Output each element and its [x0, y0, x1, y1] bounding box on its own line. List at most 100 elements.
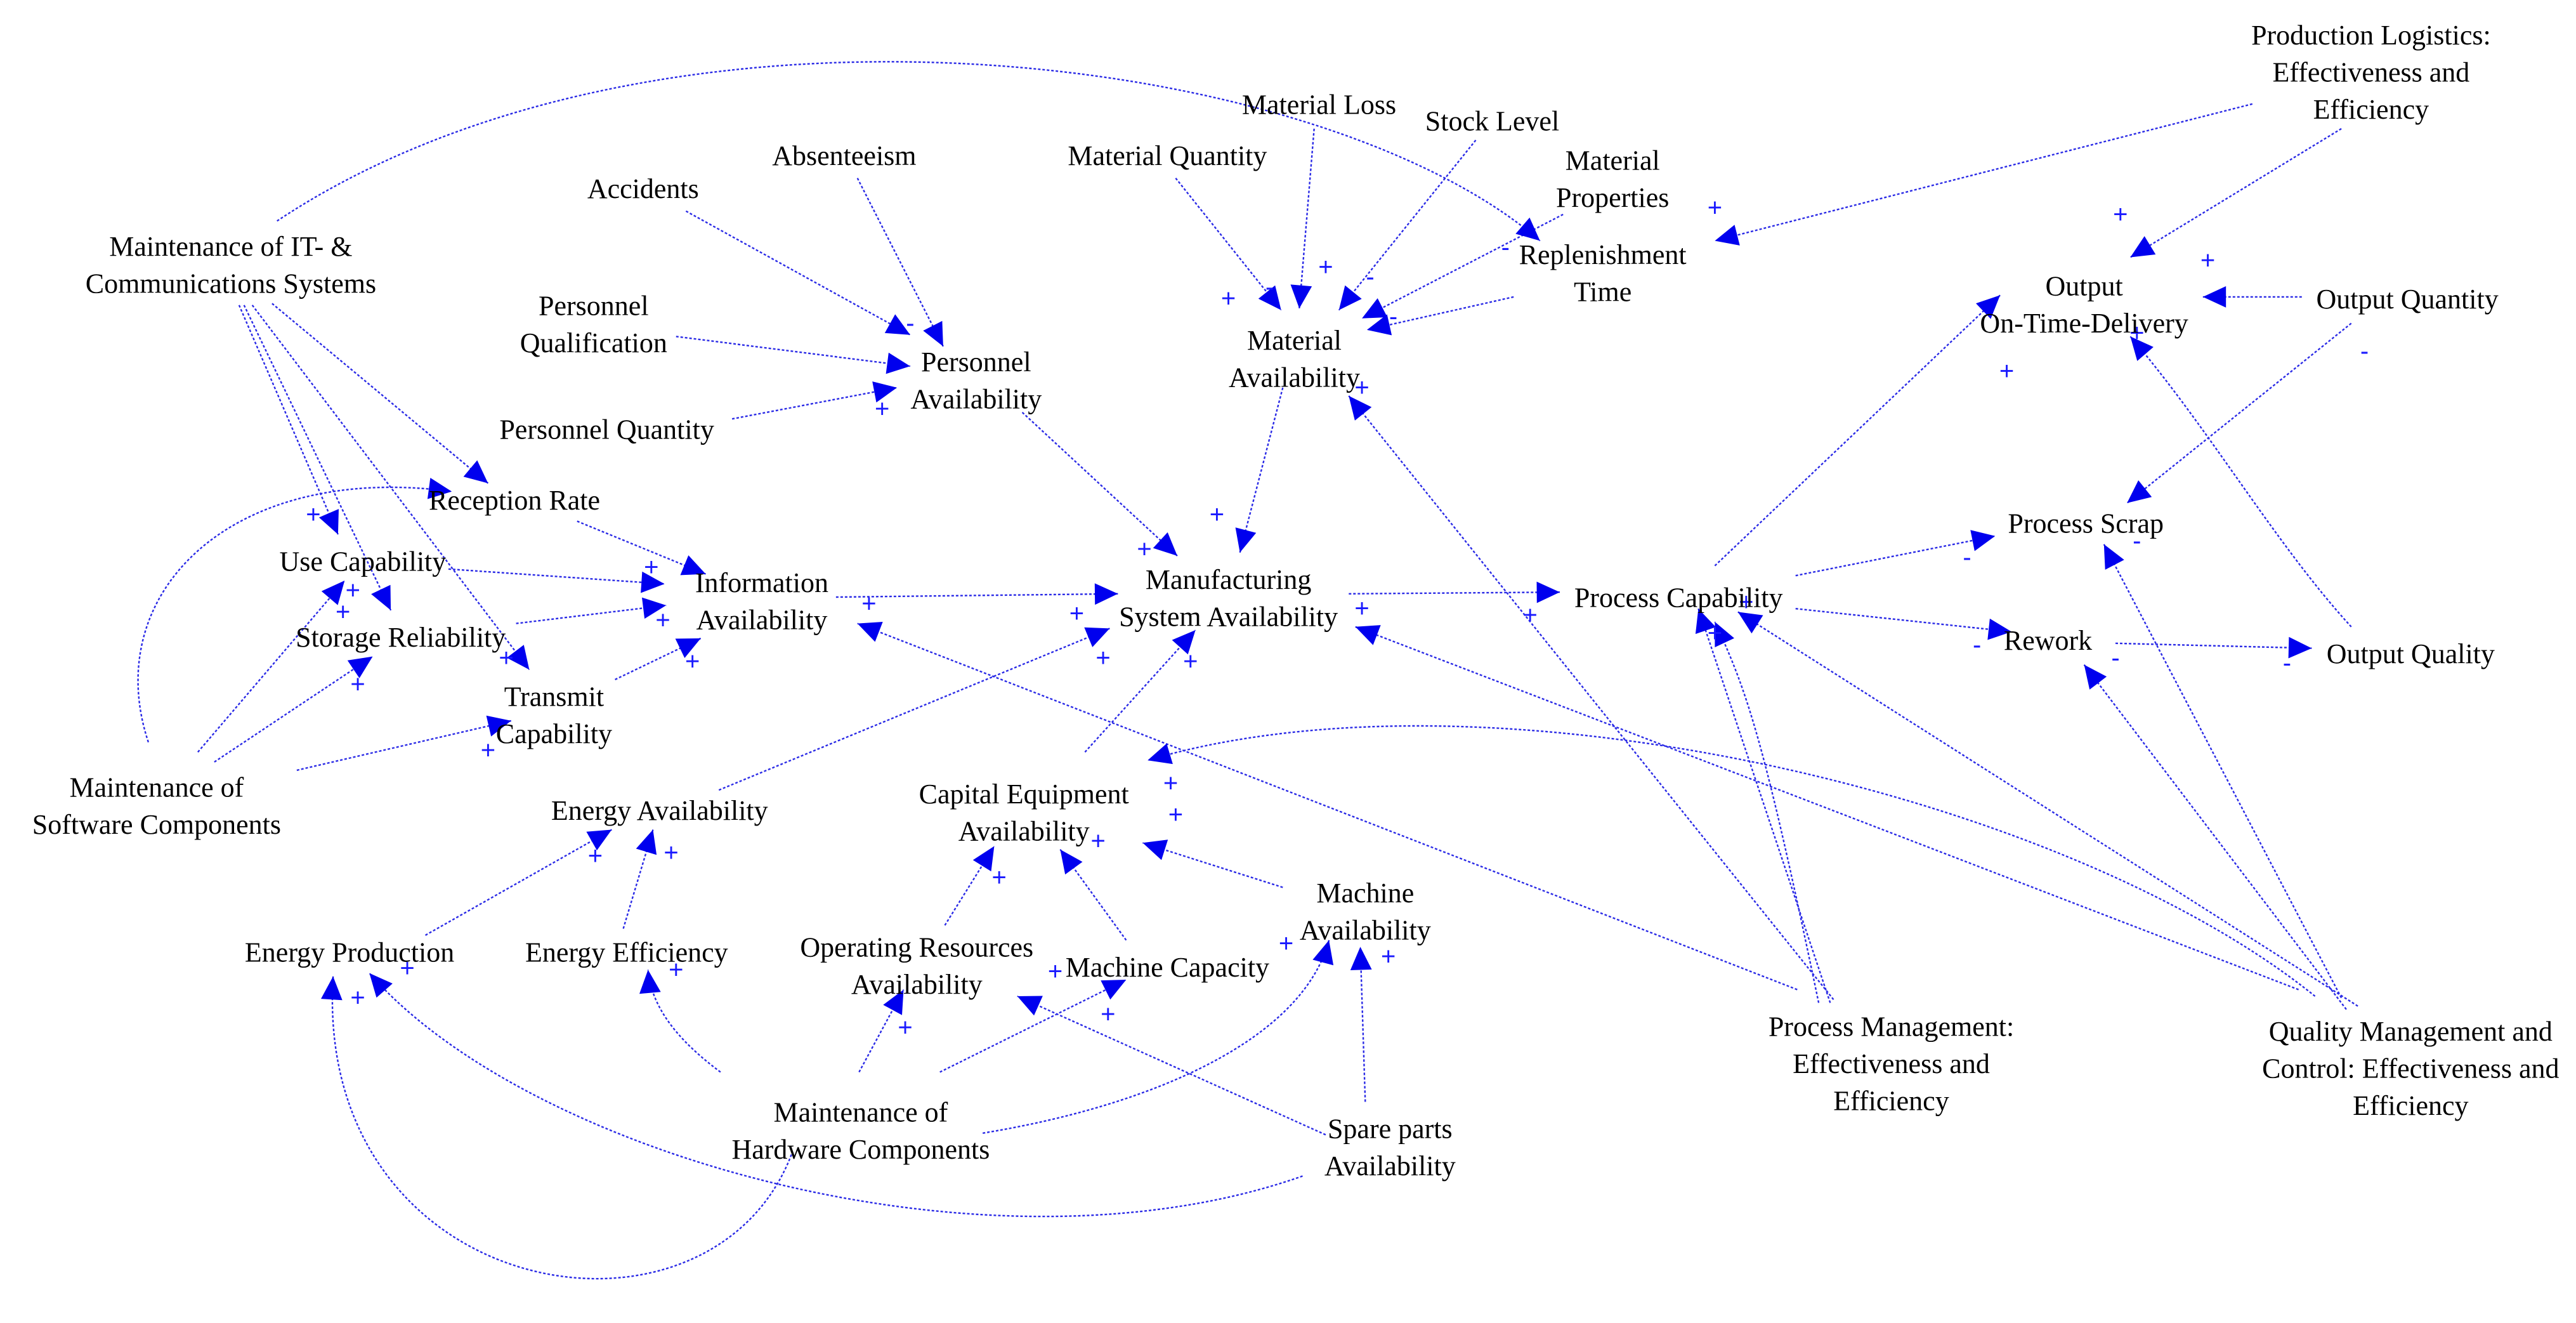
arrowhead-sw-to-storage [347, 656, 373, 678]
edge-storage-to-info [516, 604, 667, 624]
node-label-reception-rate-line-1: Reception Rate [429, 485, 600, 516]
plus-sign-15: + [1210, 501, 1224, 529]
arrowhead-qm-to-process [1737, 612, 1763, 634]
arrowhead-sw-to-reception [427, 478, 452, 499]
arrowhead-pm-to-material [1349, 395, 1372, 421]
arrowhead-eeff-to-energy [636, 829, 657, 855]
plus-sign-13: + [1354, 374, 1369, 402]
node-label-operating-resources-availability-line-2: Availability [851, 969, 983, 1000]
plus-sign-10: + [2129, 319, 2144, 347]
edge-hw-to-capacity [939, 978, 1127, 1073]
node-label-material-properties-line-1: Material [1566, 145, 1660, 176]
arrowhead-process-to-ontime [1976, 295, 2001, 319]
plus-sign-30: + [350, 671, 365, 699]
node-label-replenishment-time-line-1: Replenishment [1519, 239, 1687, 270]
node-label-energy-availability-line-1: Energy Availability [551, 795, 768, 826]
arrowhead-hw-to-machine [1312, 940, 1334, 966]
edges-layer [137, 61, 2358, 1280]
edge-use-to-info [448, 568, 665, 585]
edge-prodlog-to-replenishment [1715, 103, 2253, 242]
arrowhead-it-to-reception [463, 460, 488, 484]
edge-it-to-storage [243, 305, 392, 611]
plus-sign-11: + [1999, 357, 2014, 385]
edge-sw-to-reception [137, 486, 452, 743]
node-label-material-quantity-line-1: Material Quantity [1068, 140, 1267, 171]
node-label-manufacturing-system-availability-line-1: Manufacturing [1146, 564, 1311, 595]
arrowhead-replenishment-to-material [1366, 314, 1392, 336]
arrowhead-info-to-msa [1094, 583, 1118, 605]
edge-hw-to-eprod [331, 976, 792, 1280]
node-label-personnel-qualification-line-1: Personnel [539, 291, 649, 322]
plus-sign-1: + [2113, 201, 2128, 228]
node-accidents: Accidents [587, 173, 699, 204]
node-label-quality-management-line-2: Control: Effectiveness and [2262, 1053, 2559, 1084]
plus-sign-6: + [1221, 285, 1236, 313]
node-label-maintenance-hardware-line-2: Hardware Components [731, 1134, 990, 1165]
arrowhead-personnel-to-msa [1153, 532, 1177, 556]
plus-sign-42: + [588, 842, 603, 870]
plus-sign-17: + [644, 553, 658, 581]
node-label-rework-line-1: Rework [2004, 625, 2092, 656]
minus-sign-8: - [1501, 234, 1510, 261]
arrowhead-reception-to-info [680, 555, 706, 576]
node-absenteeism: Absenteeism [772, 140, 916, 171]
edge-quantity-to-material [1175, 177, 1282, 311]
plus-sign-41: + [1091, 827, 1106, 855]
arrowhead-sw-to-transmit [486, 715, 511, 737]
edge-qm-to-process [1737, 611, 2358, 1007]
plus-sign-27: + [655, 606, 670, 634]
arrowhead-it-to-transmit [506, 645, 530, 670]
node-label-production-logistics-line-1: Production Logistics: [2251, 20, 2491, 51]
edge-pm-to-process [1697, 608, 1831, 1003]
edge-accidents-to-personnel [685, 210, 911, 336]
plus-sign-49: + [669, 956, 683, 984]
labels-layer: Production Logistics:Effectiveness andEf… [32, 20, 2560, 1181]
node-label-material-availability-line-2: Availability [1229, 362, 1360, 393]
plus-sign-19: + [346, 577, 360, 605]
arrowhead-qualification-to-personnel [886, 352, 910, 374]
edge-pm-to-process-2 [1714, 621, 1820, 1003]
node-material-quantity: Material Quantity [1068, 140, 1267, 171]
node-maintenance-it: Maintenance of IT- &Communications Syste… [86, 231, 376, 299]
node-production-logistics: Production Logistics:Effectiveness andEf… [2251, 20, 2491, 125]
node-label-storage-reliability-line-1: Storage Reliability [296, 622, 506, 653]
edge-spare-to-machine [1359, 947, 1366, 1102]
minus-sign-36: - [1973, 631, 1981, 659]
edge-pm-to-material [1348, 395, 1834, 1000]
node-material-loss: Material Loss [1242, 89, 1396, 120]
minus-sign-37: - [2111, 644, 2119, 672]
edge-eprod-to-energy [425, 829, 612, 936]
plus-sign-0: + [1708, 194, 1722, 222]
plus-sign-32: + [1095, 644, 1110, 672]
arrowhead-machine-to-capital [1142, 839, 1168, 860]
node-label-personnel-availability-line-1: Personnel [921, 346, 1031, 378]
arrowhead-scrap-minus-link [2127, 480, 2152, 503]
polarity-signs-layer: ++-+--+--+++-+++++++++++++++++++++-----+… [306, 194, 2369, 1042]
plus-sign-43: + [664, 839, 678, 867]
node-label-maintenance-it-line-1: Maintenance of IT- & [109, 231, 352, 262]
edge-sw-to-transmit [296, 720, 512, 772]
arrowhead-spare-to-machine [1350, 947, 1372, 970]
plus-sign-45: + [1279, 930, 1293, 958]
node-label-stock-level-line-1: Stock Level [1425, 105, 1559, 136]
plus-sign-40: + [1168, 801, 1183, 829]
plus-sign-16: + [1137, 536, 1151, 563]
node-machine-capacity: Machine Capacity [1066, 952, 1269, 983]
edge-qualification-to-personnel [676, 336, 911, 367]
node-label-energy-efficiency-line-1: Energy Efficiency [525, 937, 728, 968]
arrowhead-sw-to-use [321, 581, 345, 605]
arrowhead-pm-to-process-2 [1715, 622, 1734, 648]
arrowhead-msa-to-process [1536, 581, 1560, 603]
arrowhead-quantity-to-material [1258, 285, 1281, 310]
minus-sign-12: - [2360, 338, 2369, 365]
plus-sign-29: + [685, 647, 700, 675]
